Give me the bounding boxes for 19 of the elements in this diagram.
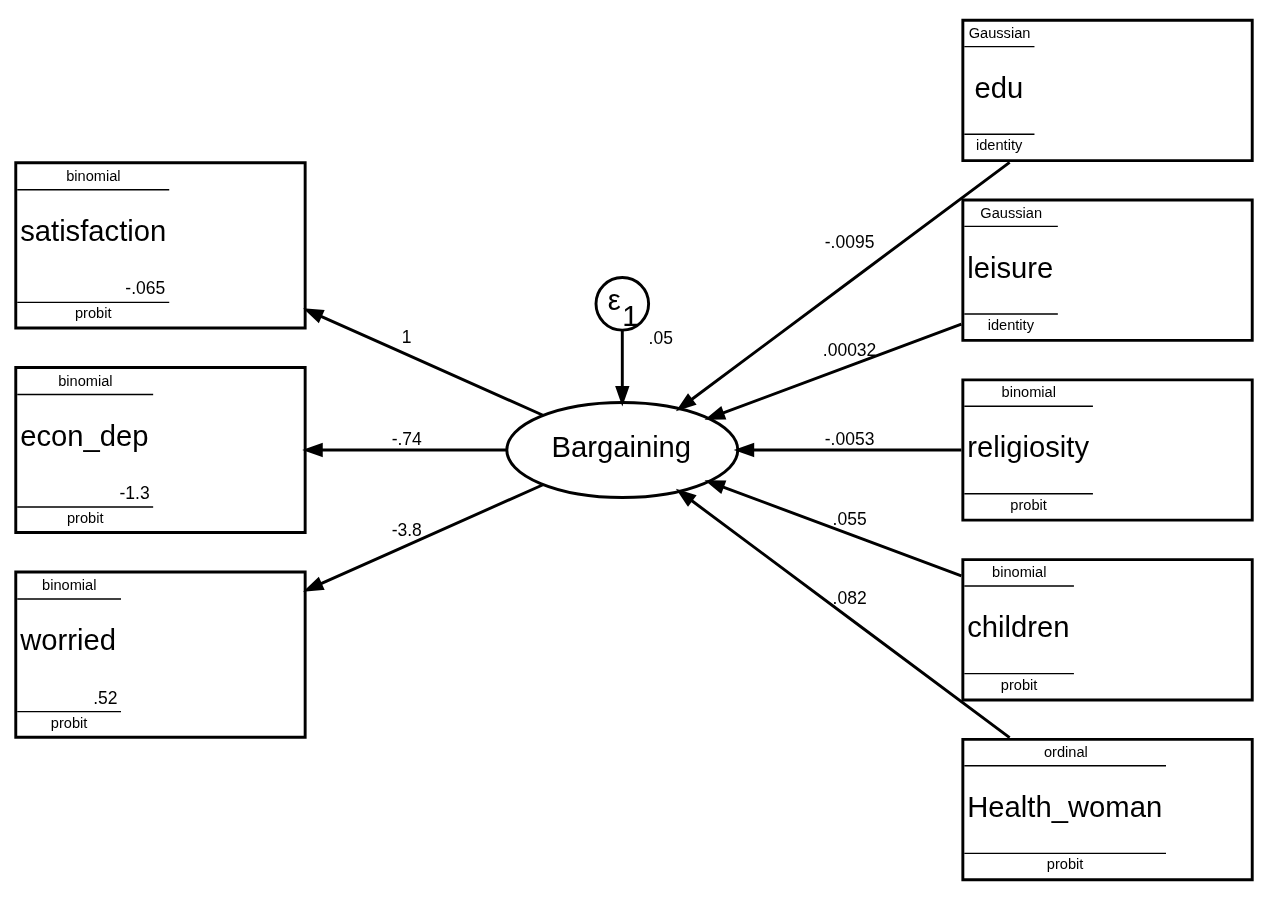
arrow [704,479,962,577]
edge-label: -.0095 [824,231,875,252]
arrow [733,442,962,457]
arrow [302,442,507,457]
node-ellipse: Bargaining [505,400,740,499]
node-label: .05 [648,327,673,348]
edge-label: -.0053 [824,428,875,449]
arrow [704,322,962,420]
arrow [303,307,544,417]
edge-label: 1 [401,326,412,347]
arrow [615,329,630,406]
arrow [675,488,1011,739]
edge-label: .00032 [822,339,877,360]
arrow [675,160,1011,411]
edge-label: -3.8 [391,519,422,540]
edge-label: .082 [832,587,867,608]
edge-label: .055 [832,508,867,529]
arrow [303,482,544,592]
edge-label: -.74 [391,428,422,449]
